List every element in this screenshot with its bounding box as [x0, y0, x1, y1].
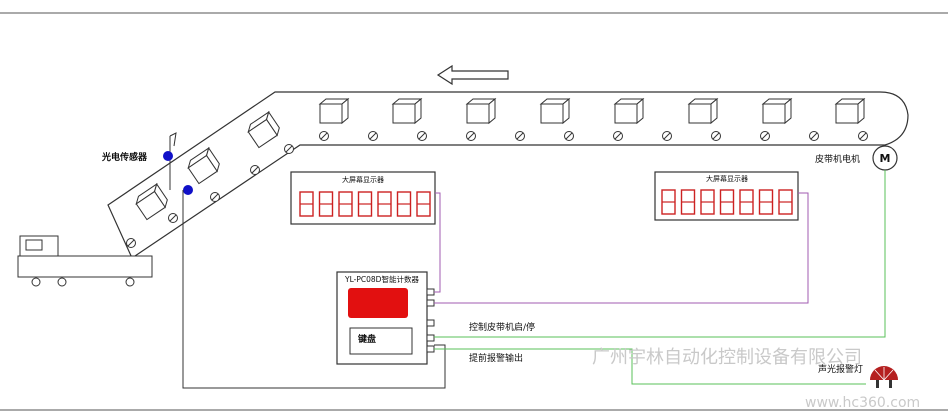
sensor-upper-icon: [163, 151, 173, 161]
display-left-digits: [299, 191, 431, 217]
port-2: [426, 299, 435, 307]
control-start-stop-label: 控制皮带机启/停: [469, 321, 535, 333]
roller-icon: [809, 131, 819, 141]
roller-icon: [250, 165, 260, 175]
display-left-wire: [434, 192, 441, 293]
sensor-lower-icon: [183, 185, 193, 195]
roller-icon: [168, 213, 178, 223]
alarm-wire: [434, 348, 866, 385]
conveyor-outline: [107, 91, 909, 259]
roller-icon: [284, 144, 294, 154]
product-box: [318, 97, 350, 125]
keyboard-label: 键盘: [357, 333, 376, 345]
roller-icon: [417, 131, 427, 141]
product-box: [135, 182, 168, 221]
display-right: 大屏幕显示器: [654, 171, 799, 221]
port-3: [426, 319, 435, 327]
product-box: [187, 146, 220, 185]
motor-icon: M: [872, 145, 898, 171]
truck-icon: [17, 235, 153, 287]
display-right-wire: [434, 192, 809, 304]
port-1: [426, 288, 435, 296]
roller-icon: [858, 131, 868, 141]
roller-icon: [126, 238, 136, 248]
port-5: [426, 345, 435, 353]
roller-icon: [564, 131, 574, 141]
roller-icon: [613, 131, 623, 141]
sensor-label: 光电传感器: [101, 151, 148, 163]
roller-icon: [711, 131, 721, 141]
display-right-label: 大屏幕显示器: [706, 174, 748, 183]
pre-alarm-output-label: 提前报警输出: [469, 352, 523, 364]
product-box: [465, 97, 497, 125]
product-box: [687, 97, 719, 125]
direction-arrow-icon: [436, 64, 509, 86]
roller-icon: [662, 131, 672, 141]
roller-icon: [515, 131, 525, 141]
product-box: [834, 97, 866, 125]
roller-icon: [319, 131, 329, 141]
display-left: 大屏幕显示器: [290, 171, 436, 225]
counter-title: YL-PC08D智能计数器: [344, 274, 419, 284]
motor-symbol: M: [880, 152, 891, 165]
product-boxes: [135, 97, 866, 221]
roller-icon: [760, 131, 770, 141]
product-box: [761, 97, 793, 125]
roller-icon: [466, 131, 476, 141]
product-box: [391, 97, 423, 125]
motor-control-wire: [434, 170, 886, 338]
conveyor-rollers: [126, 131, 868, 248]
product-box: [247, 110, 280, 149]
display-left-label: 大屏幕显示器: [342, 175, 384, 184]
product-box: [613, 97, 645, 125]
sensor-assembly: [163, 132, 193, 195]
watermark-site: www.hc360.com: [805, 395, 920, 411]
conveyor-belt: [107, 91, 909, 259]
keyboard-panel: [349, 327, 413, 355]
roller-icon: [210, 192, 220, 202]
display-right-digits: [661, 189, 793, 215]
sensor-wire: [182, 190, 446, 389]
watermark-company: 广州宇林自动化控制设备有限公司: [592, 347, 862, 368]
counter-device: YL-PC08D智能计数器 键盘: [336, 271, 435, 365]
alarm-light-icon: [870, 366, 898, 388]
port-4: [426, 334, 435, 342]
product-box: [539, 97, 571, 125]
motor-label: 皮带机电机: [815, 153, 860, 165]
counter-screen: [348, 288, 408, 318]
roller-icon: [368, 131, 378, 141]
alarm-light-label: 声光报警灯: [818, 363, 863, 375]
